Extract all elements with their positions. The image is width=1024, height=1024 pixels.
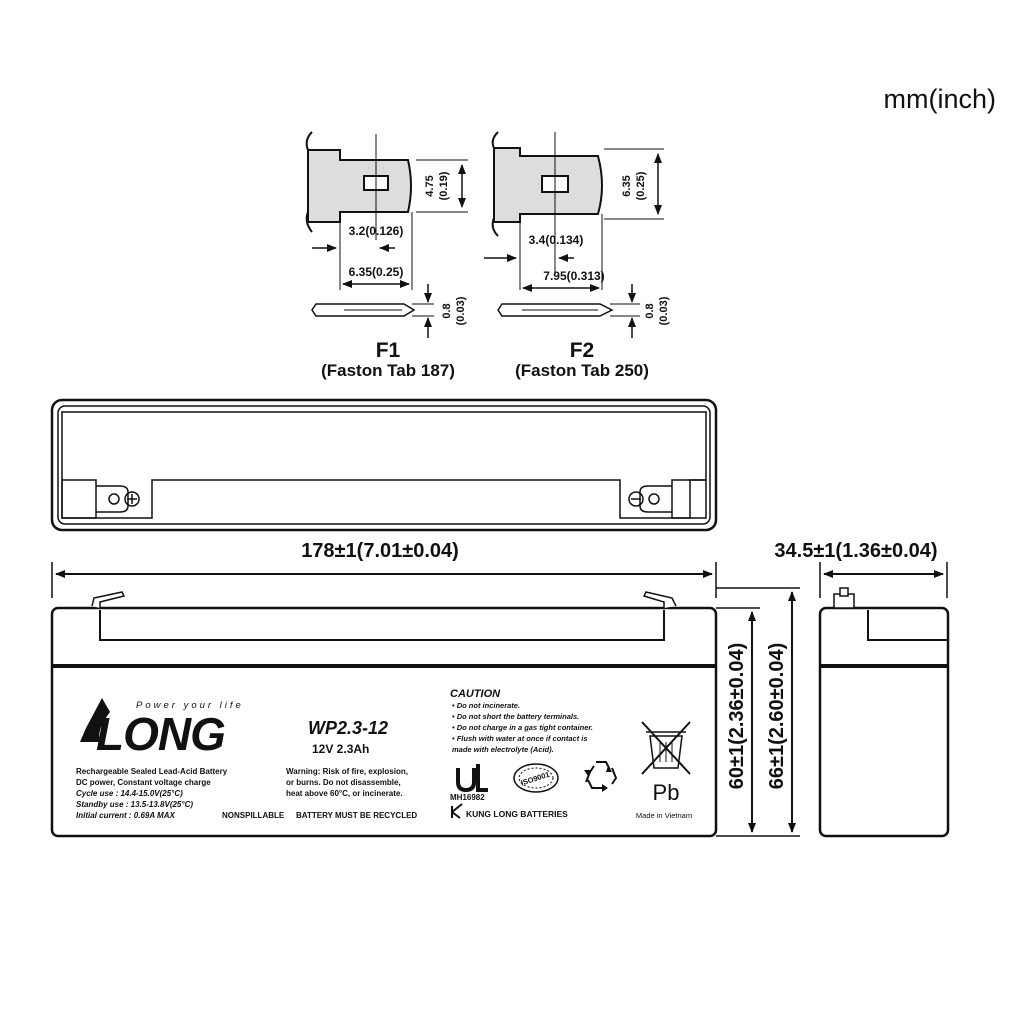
terminal-f1-drawing [305,131,468,338]
maker-logo-icon [451,803,463,819]
brand-name: LONG [96,708,225,760]
model-number: WP2.3-12 [308,718,388,738]
spec-line: Standby use : 13.5-13.8V(25°C) [76,800,193,809]
f2-width: 7.95(0.313) [543,269,604,283]
f2-name: (Faston Tab 250) [515,361,649,380]
caution-title: CAUTION [450,688,501,700]
warning-line: or burns. Do not disassemble, [286,778,401,787]
f2-thickness: 0.8 [644,303,656,318]
spec-line: Cycle use : 14.4-15.0V(25°C) [76,789,183,798]
nonspillable-text: NONSPILLABLE [222,811,285,820]
battery-rating: 12V 2.3Ah [312,742,369,756]
f2-height-inch: (0.25) [635,171,647,200]
ul-file-number: MH16982 [450,793,485,802]
brand-logo [80,698,110,742]
battery-side-view [818,587,950,838]
container-height-dimension: 60±1(2.36±0.04) [726,643,748,790]
f1-thickness: 0.8 [441,303,453,318]
f2-height: 6.35 [621,175,633,196]
f1-height-inch: (0.19) [438,171,450,200]
length-dimension: 178±1(7.01±0.04) [301,540,459,562]
f1-width: 6.35(0.25) [349,265,404,279]
iso-seal-icon [513,763,559,793]
f2-hole-offset: 3.4(0.134) [529,233,584,247]
spec-line: Initial current : 0.69A MAX [76,811,176,820]
caution-line: • Do not incinerate. [452,701,520,710]
brand-tagline: Power your life [136,700,244,711]
spec-line: DC power, Constant voltage charge [76,778,211,787]
lead-symbol: Pb [653,780,680,805]
f1-name: (Faston Tab 187) [321,361,455,380]
caution-line: made with electrolyte (Acid). [452,745,554,754]
warning-line: Warning: Risk of fire, explosion, [286,767,408,776]
caution-line: • Flush with water at once if contact is [452,734,588,743]
ul-mark-icon [456,764,488,793]
caution-line: • Do not charge in a gas tight container… [452,723,593,732]
caution-line: • Do not short the battery terminals. [452,712,579,721]
f2-thickness-inch: (0.03) [658,296,670,325]
recycle-icon [584,761,618,792]
terminal-f2-drawing [484,131,664,338]
width-dimension: 34.5±1(1.36±0.04) [774,540,937,562]
recycle-notice: BATTERY MUST BE RECYCLED [296,811,417,820]
f1-hole-offset: 3.2(0.126) [349,224,404,238]
warning-line: heat above 60°C, or incinerate. [286,789,403,798]
f1-height: 4.75 [424,175,436,196]
total-height-dimension: 66±1(2.60±0.04) [766,643,788,790]
f2-code: F2 [570,339,595,362]
origin-text: Made in Vietnam [636,811,692,820]
f1-thickness-inch: (0.03) [455,296,467,325]
crossed-out-bin-icon [641,721,691,775]
units-label: mm(inch) [884,84,997,114]
spec-line: Rechargeable Sealed Lead-Acid Battery [76,767,228,776]
f1-code: F1 [376,339,401,362]
maker-name: KUNG LONG BATTERIES [466,809,568,819]
battery-top-view [50,398,718,532]
